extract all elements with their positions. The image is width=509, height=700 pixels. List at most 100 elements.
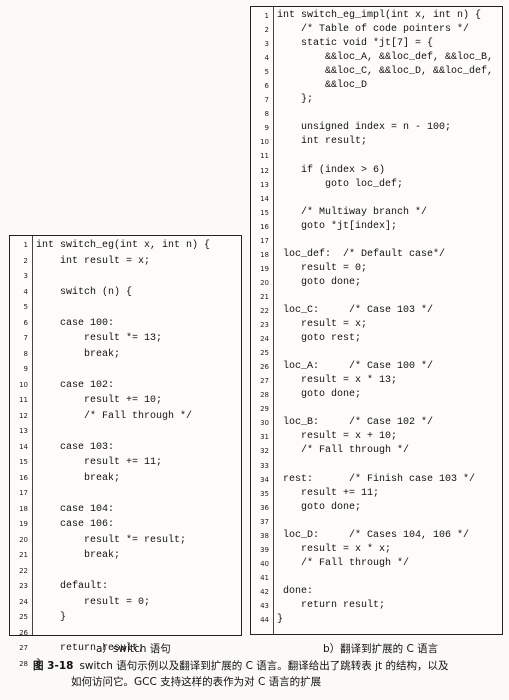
line-code: result = 0; (277, 262, 368, 274)
caption-line-2: 如何访问它。GCC 支持这样的表作为对 C 语言的扩展 (71, 676, 322, 688)
code-line: 30 loc_B: /* Case 102 */ (251, 416, 502, 430)
line-number: 2 (23, 256, 28, 265)
code-line: 11 result += 10; (10, 393, 241, 409)
code-line: 9 (10, 362, 241, 378)
line-code: result += 11; (36, 457, 163, 468)
line-code: done: (277, 585, 314, 597)
code-line: 22 loc_C: /* Case 103 */ (251, 304, 502, 318)
line-number: 29 (260, 405, 269, 414)
code-line: 19 case 106: (10, 517, 241, 533)
line-code: result = 0; (36, 596, 151, 608)
line-number: 37 (260, 517, 269, 526)
line-number: 14 (19, 442, 28, 451)
line-number: 32 (260, 447, 269, 456)
code-line: 37 (251, 515, 502, 529)
code-line: 23 default: (10, 579, 241, 595)
code-line: 25 } (10, 610, 241, 626)
code-line: 31 result = x + 10; (251, 430, 502, 444)
line-code: case 102: (36, 379, 115, 391)
line-number: 5 (23, 303, 28, 311)
code-line: 7 result *= 13; (10, 331, 241, 347)
line-code: return result; (277, 599, 386, 611)
line-number: 25 (19, 613, 28, 621)
code-line: 42 done: (251, 585, 502, 599)
code-line: 26 (10, 626, 241, 642)
code-line: 5 &&loc_C, &&loc_D, &&loc_def, (251, 65, 502, 79)
line-number: 4 (264, 54, 269, 63)
code-line: 25 (251, 346, 502, 360)
line-number: 31 (260, 433, 269, 442)
line-code: case 104: (36, 503, 115, 515)
line-number: 36 (260, 503, 269, 512)
line-number: 17 (19, 489, 28, 497)
line-number: 15 (19, 458, 28, 466)
line-code: default: (36, 581, 109, 592)
line-number-divider (32, 236, 33, 635)
figure-label: 图 3-18 (33, 660, 74, 672)
line-code: goto *jt[index]; (277, 220, 398, 232)
code-line: 3 static void *jt[7] = { (251, 37, 502, 51)
line-code: goto done; (277, 389, 362, 401)
line-number: 15 (260, 208, 269, 217)
line-code: result = x + 10; (277, 431, 398, 443)
line-number: 24 (260, 335, 269, 344)
code-line: 18 case 104: (10, 502, 241, 518)
line-number: 23 (260, 321, 269, 330)
code-line: 13 (10, 424, 241, 440)
line-number: 8 (264, 110, 269, 119)
line-code: &&loc_D (277, 80, 368, 92)
code-line: 19 result = 0; (251, 262, 502, 276)
line-code: goto done; (277, 501, 362, 513)
line-code: break; (36, 348, 121, 360)
line-number: 4 (23, 287, 28, 296)
line-code: case 103: (36, 441, 115, 453)
code-line: 35 result += 11; (251, 487, 502, 501)
code-line: 33 (251, 459, 502, 473)
code-line: 4 switch (n) { (10, 285, 241, 301)
code-line: 12 /* Fall through */ (10, 409, 241, 425)
code-line: 41 (251, 571, 502, 585)
line-number: 22 (260, 306, 269, 315)
line-number: 22 (19, 566, 28, 575)
line-number: 11 (19, 396, 28, 404)
code-line: 10 int result; (251, 135, 502, 149)
line-code: unsigned index = n - 100; (277, 122, 452, 134)
code-line: 13 goto loc_def; (251, 178, 502, 192)
line-number: 26 (19, 628, 28, 637)
line-number: 26 (260, 363, 269, 372)
line-code: return result; (36, 643, 145, 654)
line-number: 17 (260, 236, 269, 245)
line-number: 27 (19, 644, 28, 652)
line-code: goto rest; (277, 333, 362, 345)
line-code: goto done; (277, 276, 362, 288)
code-line: 24 result = 0; (10, 595, 241, 611)
code-line: 43 return result; (251, 599, 502, 613)
code-line: 7 }; (251, 93, 502, 107)
code-line: 28} (10, 657, 241, 673)
line-number: 18 (19, 504, 28, 513)
caption-line-1: switch 语句示例以及翻译到扩展的 C 语言。翻译给出了跳转表 jt 的结构… (79, 660, 449, 672)
line-code: loc_D: /* Cases 104, 106 */ (277, 529, 470, 541)
code-line: 27 result = x * 13; (251, 374, 502, 388)
code-line: 22 (10, 564, 241, 580)
code-line: 26 loc_A: /* Case 100 */ (251, 360, 502, 374)
code-line: 18 loc_def: /* Default case*/ (251, 248, 502, 262)
line-code: loc_def: /* Default case*/ (277, 248, 446, 260)
code-line: 21 (251, 290, 502, 304)
code-line: 14 (251, 192, 502, 206)
code-line: 15 /* Multiway branch */ (251, 206, 502, 220)
line-code: switch (n) { (36, 286, 133, 298)
code-line: 20 goto done; (251, 276, 502, 290)
line-number: 16 (19, 473, 28, 482)
code-line: 12 if (index > 6) (251, 164, 502, 178)
line-code: &&loc_C, &&loc_D, &&loc_def, (277, 66, 494, 78)
line-number: 33 (260, 461, 269, 470)
line-code: } (277, 614, 284, 626)
line-number: 8 (23, 349, 28, 358)
line-number: 12 (260, 166, 269, 175)
line-number: 19 (19, 520, 28, 528)
line-number: 40 (260, 559, 269, 568)
